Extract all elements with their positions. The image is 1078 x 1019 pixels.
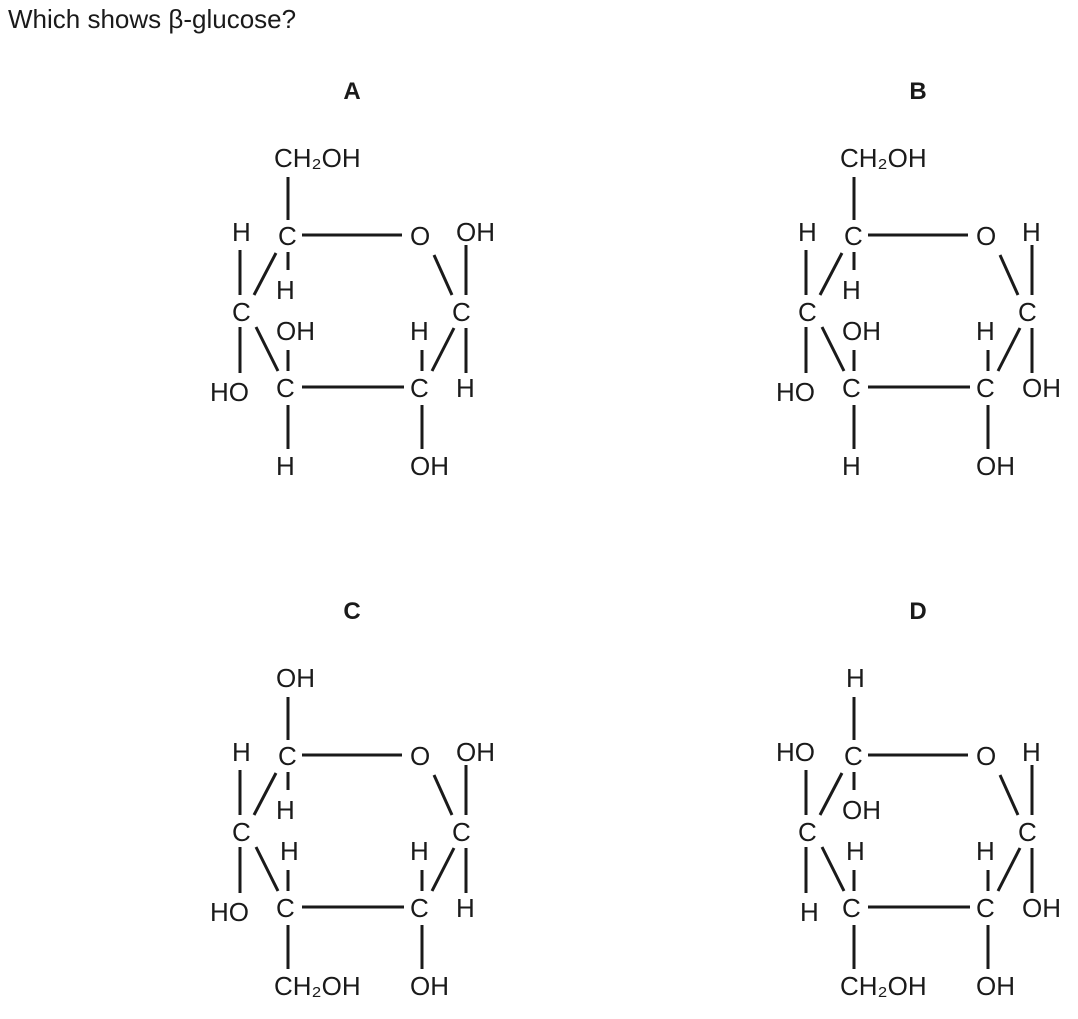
c4-carbon: C: [276, 893, 295, 923]
ring-oxygen: O: [410, 741, 430, 771]
c4-up-substituent: OH: [842, 316, 881, 346]
bond-o-c1: [998, 254, 1020, 296]
c6-carbon: C: [798, 817, 817, 847]
c5-left-substituent: HO: [776, 737, 815, 767]
question-text: Which shows β-glucose?: [8, 4, 297, 34]
c4-down-substituent: CH₂OH: [274, 971, 361, 1001]
c4-carbon: C: [276, 373, 295, 403]
c3-right-substituent: H: [456, 893, 475, 923]
c4-left-substituent: H: [800, 897, 819, 927]
c5-below-substituent: H: [276, 795, 295, 825]
c4-up-substituent: OH: [276, 316, 315, 346]
bond-c1-c3: [996, 327, 1022, 372]
option-b-structure: CH₂OH H C O H H C C OH H HO C C OH H OH: [776, 143, 1061, 481]
top-substituent: H: [846, 663, 865, 693]
c1-top-substituent: OH: [456, 737, 495, 767]
c3-down-substituent: OH: [976, 451, 1015, 481]
bond-c5-c6: [818, 252, 844, 296]
c1-carbon: C: [1018, 817, 1037, 847]
c1-top-substituent: H: [1022, 737, 1041, 767]
c4-up-substituent: H: [846, 836, 865, 866]
c5-carbon: C: [844, 221, 863, 251]
c5-below-substituent: H: [842, 275, 861, 305]
bond-c5-c6: [252, 772, 278, 816]
bond-o-c1: [998, 774, 1020, 816]
c5-carbon: C: [278, 221, 297, 251]
c5-below-substituent: H: [276, 275, 295, 305]
bond-c6-c4: [820, 846, 846, 892]
bond-c6-c4: [820, 326, 846, 372]
top-substituent: CH₂OH: [840, 143, 927, 173]
c4-down-substituent: CH₂OH: [840, 971, 927, 1001]
c5-left-substituent: H: [232, 217, 251, 247]
c5-carbon: C: [278, 741, 297, 771]
c3-down-substituent: OH: [410, 971, 449, 1001]
top-substituent: OH: [276, 663, 315, 693]
ring-oxygen: O: [410, 221, 430, 251]
c3-up-substituent: H: [410, 836, 429, 866]
c6-carbon: C: [232, 817, 251, 847]
c4-carbon: C: [842, 373, 861, 403]
c3-carbon: C: [976, 373, 995, 403]
c1-carbon: C: [452, 297, 471, 327]
bond-c1-c3: [430, 327, 456, 372]
option-b-label: B: [909, 78, 927, 105]
option-d-label: D: [909, 598, 927, 625]
c6-carbon: C: [798, 297, 817, 327]
c1-carbon: C: [452, 817, 471, 847]
option-a-label: A: [343, 78, 361, 105]
c3-up-substituent: H: [976, 836, 995, 866]
bond-o-c1: [432, 254, 454, 296]
c3-carbon: C: [410, 893, 429, 923]
c1-carbon: C: [1018, 297, 1037, 327]
c4-carbon: C: [842, 893, 861, 923]
option-c-label: C: [343, 598, 361, 625]
bond-c1-c3: [996, 847, 1022, 892]
c3-up-substituent: H: [410, 316, 429, 346]
c3-carbon: C: [410, 373, 429, 403]
bond-o-c1: [432, 774, 454, 816]
ring-oxygen: O: [976, 741, 996, 771]
c5-below-substituent: OH: [842, 795, 881, 825]
bond-c6-c4: [254, 846, 280, 892]
c4-left-substituent: HO: [776, 377, 815, 407]
option-d-structure: H HO C O H OH C C H H H C C OH CH₂OH OH: [776, 663, 1061, 1001]
c3-carbon: C: [976, 893, 995, 923]
c6-carbon: C: [232, 297, 251, 327]
c1-top-substituent: H: [1022, 217, 1041, 247]
c3-right-substituent: OH: [1022, 893, 1061, 923]
c4-left-substituent: HO: [210, 897, 249, 927]
c4-left-substituent: HO: [210, 377, 249, 407]
bond-c1-c3: [430, 847, 456, 892]
bond-c5-c6: [252, 252, 278, 296]
bond-c5-c6: [818, 772, 844, 816]
c4-down-substituent: H: [276, 451, 295, 481]
option-c-structure: OH H C O OH H C C H H HO C C H CH₂OH OH: [210, 663, 495, 1001]
c5-carbon: C: [844, 741, 863, 771]
c3-up-substituent: H: [976, 316, 995, 346]
top-substituent: CH₂OH: [274, 143, 361, 173]
c3-down-substituent: OH: [976, 971, 1015, 1001]
c3-down-substituent: OH: [410, 451, 449, 481]
c4-up-substituent: H: [280, 836, 299, 866]
ring-oxygen: O: [976, 221, 996, 251]
bond-c6-c4: [254, 326, 280, 372]
c3-right-substituent: OH: [1022, 373, 1061, 403]
c5-left-substituent: H: [232, 737, 251, 767]
c1-top-substituent: OH: [456, 217, 495, 247]
c3-right-substituent: H: [456, 373, 475, 403]
c4-down-substituent: H: [842, 451, 861, 481]
c5-left-substituent: H: [798, 217, 817, 247]
option-a-structure: CH₂OH H C O OH H C C OH H HO C C H H OH: [210, 143, 495, 481]
